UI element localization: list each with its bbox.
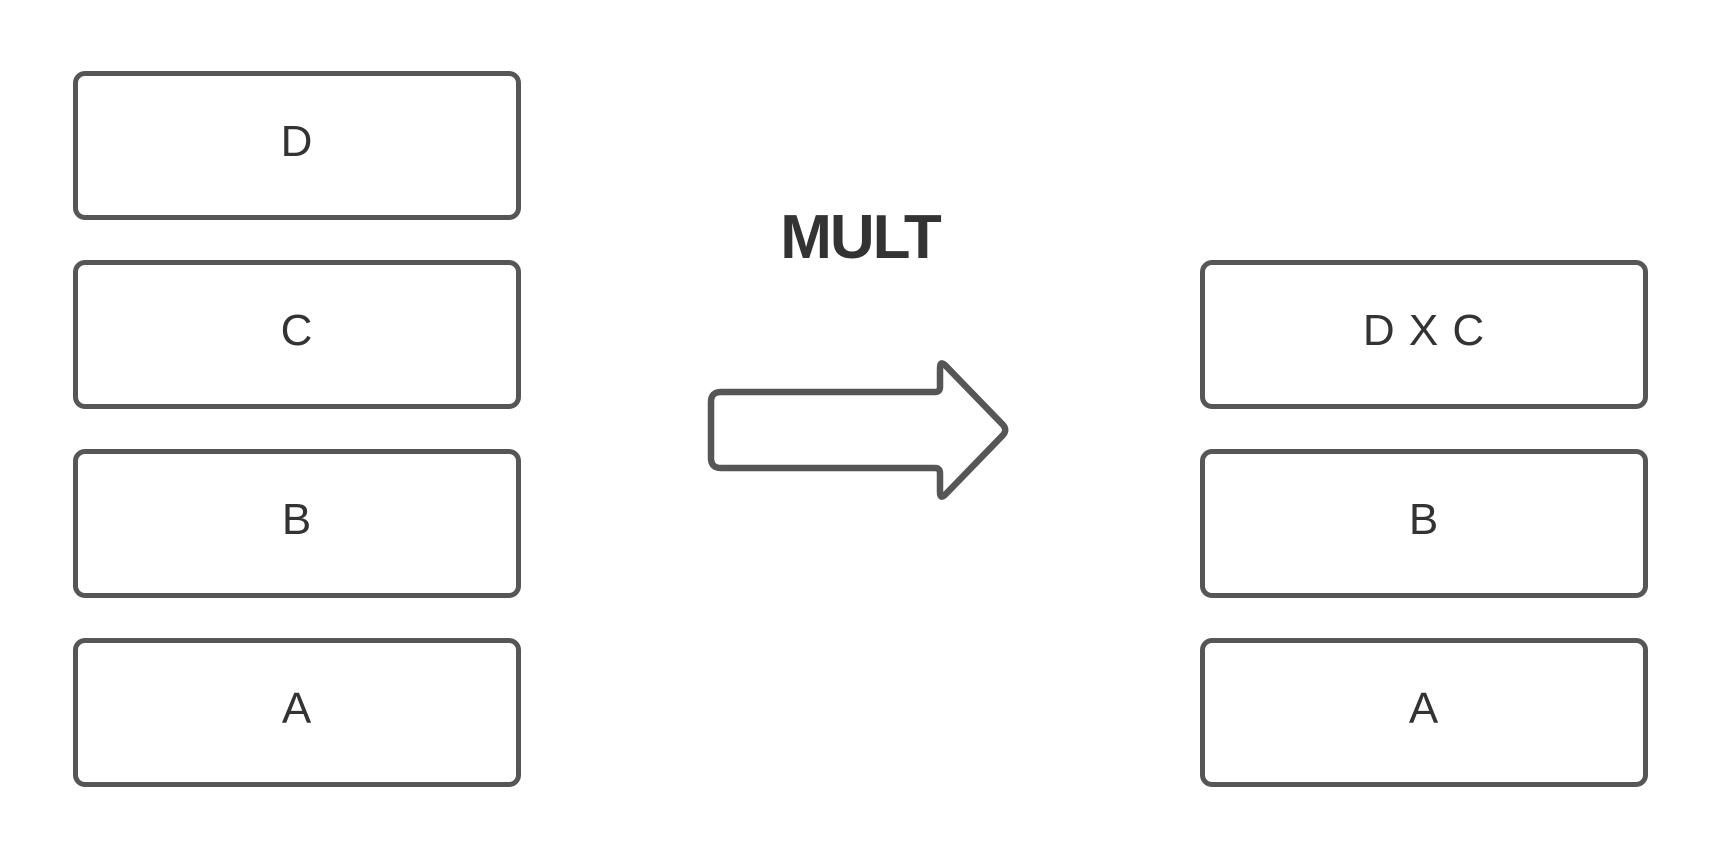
- after-stack-label-dxc: D X C: [1362, 305, 1486, 355]
- after-stack-box-bottom: A: [1200, 638, 1648, 787]
- before-stack-label-d: D: [280, 116, 314, 166]
- operation-label: MULT: [780, 203, 942, 272]
- before-stack-label-b: B: [281, 494, 313, 544]
- before-stack-box-2: C: [73, 260, 521, 409]
- before-stack-box-top: D: [73, 71, 521, 220]
- before-stack-label-a: A: [281, 683, 313, 733]
- after-stack-label-b: B: [1408, 494, 1440, 544]
- before-stack-box-3: B: [73, 449, 521, 598]
- before-stack-label-c: C: [280, 305, 314, 355]
- after-stack-box-2: B: [1200, 449, 1648, 598]
- before-stack-box-bottom: A: [73, 638, 521, 787]
- after-stack-label-a: A: [1408, 683, 1440, 733]
- after-stack-box-top: D X C: [1200, 260, 1648, 409]
- block-arrow-right-icon: [707, 360, 1009, 500]
